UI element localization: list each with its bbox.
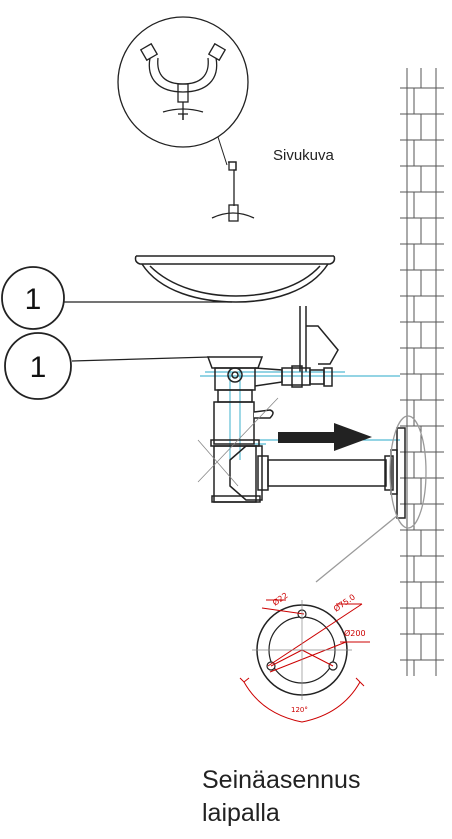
callout-leaders (64, 301, 232, 362)
valve-assembly (206, 356, 406, 519)
bolt-circle-label: Ø200 (344, 628, 366, 638)
hole-angle-label: 120° (291, 706, 308, 714)
direction-arrow (278, 423, 372, 451)
actuation-bracket (299, 306, 339, 372)
flange-highlight (315, 415, 427, 583)
caption: Seinäasennus laipalla (202, 764, 442, 830)
hole-diameter-label: Ø22 (270, 590, 289, 608)
svg-text:1: 1 (30, 351, 47, 384)
callout-1-upper: 1 (1, 266, 65, 330)
construction-lines (197, 397, 279, 487)
brick-wall (400, 68, 444, 676)
callout-1-lower: 1 (4, 332, 72, 400)
caption-line-2: laipalla (202, 799, 280, 827)
svg-text:1: 1 (25, 283, 42, 316)
small-side-view (211, 161, 255, 222)
flange-detail: Ø22 Ø75.0 Ø200 120° (239, 590, 370, 723)
caption-line-1: Seinäasennus (202, 766, 361, 794)
centerlines (200, 360, 400, 460)
magnified-side-view (117, 16, 249, 166)
basin (134, 255, 336, 303)
side-view-label: Sivukuva (273, 147, 335, 164)
